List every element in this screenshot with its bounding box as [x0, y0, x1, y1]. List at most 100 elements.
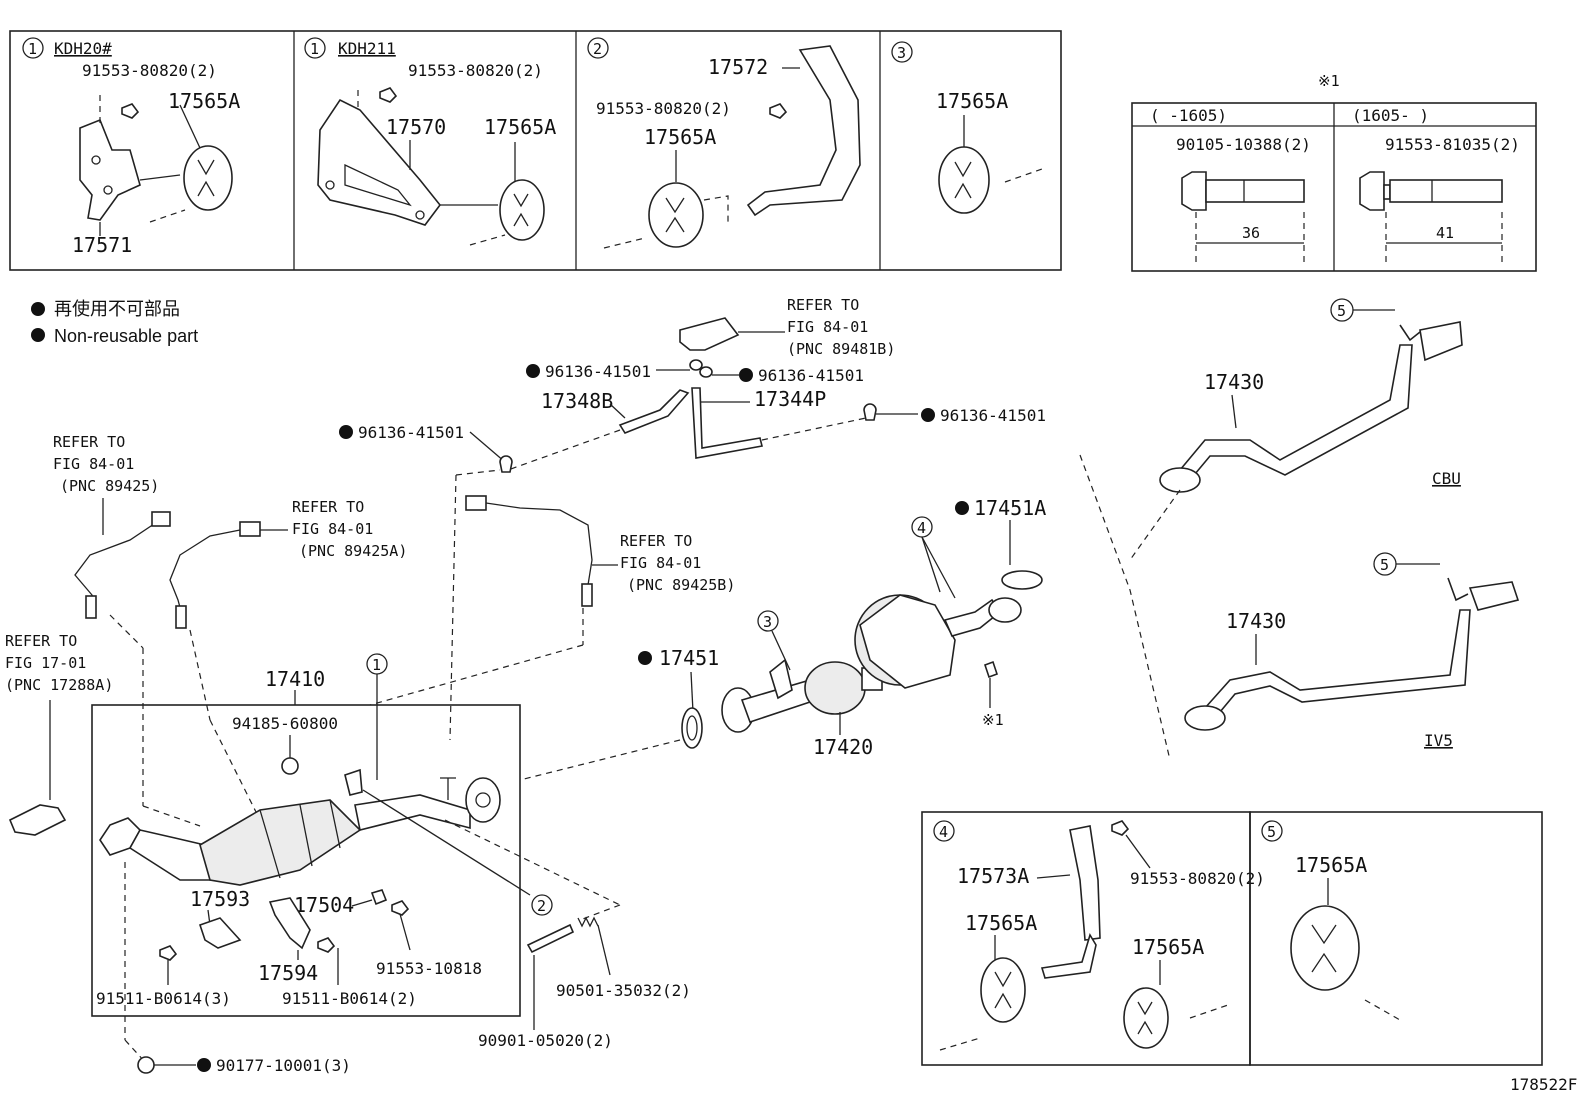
flange-icon: [465, 777, 501, 823]
variant-label: CBU: [1432, 469, 1461, 488]
bolt-icon: [317, 937, 336, 953]
ref-line: REFER TO: [787, 296, 859, 314]
table-col1-length: 36: [1242, 224, 1260, 242]
bolt-label: 91553-80820(2): [1130, 869, 1265, 888]
tail-flange-icon: [1184, 705, 1226, 731]
gasket-icon: [681, 707, 703, 749]
muffler-body-icon: [859, 594, 956, 689]
panel-callout: 1: [28, 40, 37, 58]
part-label: 17573A: [957, 864, 1029, 888]
tail-pipe-icon: [1178, 344, 1413, 482]
part-label: 17565A: [936, 89, 1008, 113]
muffler-assembly: 17451 3 17420 4 17451A ※1: [519, 454, 1171, 781]
non-reusable-dot-icon: [339, 425, 353, 439]
part-label: 17565A: [484, 115, 556, 139]
ref-line: (PNC 89425): [60, 477, 159, 495]
tail-tip-icon: [1468, 581, 1520, 611]
stud-icon: [370, 889, 388, 906]
bolt-label: 91511-B0614(3): [96, 989, 231, 1008]
clip-label: 96136-41501: [358, 423, 464, 442]
part-label: 17594: [258, 961, 318, 985]
clip-label: 96136-41501: [545, 362, 651, 381]
non-reusable-dot-icon: [197, 1058, 211, 1072]
tail-pipe-label: 17430: [1204, 370, 1264, 394]
part-label: 17504: [294, 893, 354, 917]
tail-flange-icon: [1159, 467, 1201, 493]
panel-kdh20: 1 KDH20# 91553-80820(2) 17565A 17571: [22, 37, 240, 257]
insulator-icon: [980, 957, 1026, 1023]
non-reusable-dot-icon: [955, 501, 969, 515]
clip-icon: [499, 455, 513, 473]
bolt-label: 91553-80820(2): [596, 99, 731, 118]
pressure-sensor-hoses: 96136-41501 96136-41501 17348B 17344P 96…: [339, 317, 1046, 741]
sensor-probe-icon: [175, 605, 187, 629]
non-reusable-dot-icon: [526, 364, 540, 378]
part-label: 17565A: [965, 911, 1037, 935]
figure-code: 178522F: [1510, 1075, 1577, 1094]
insulator-icon: [1123, 987, 1169, 1049]
table-col1-part: 90105-10388(2): [1176, 135, 1311, 154]
legend-jp: 再使用不可部品: [54, 299, 180, 319]
ref-line: FIG 84-01: [292, 520, 373, 538]
clip-label: 96136-41501: [758, 366, 864, 385]
ref-line: REFER TO: [620, 532, 692, 550]
part-label: 17572: [708, 55, 768, 79]
bracket-17573a: [1069, 825, 1101, 941]
insulator-icon: [938, 146, 990, 214]
bracket-17570: [317, 98, 442, 226]
ref-17288a: REFER TO FIG 17-01 (PNC 17288A): [5, 632, 113, 694]
panel-callout: 4: [939, 823, 948, 841]
muffler-label: 17420: [813, 735, 873, 759]
tail-pipe-cbu: 5 17430 CBU: [1129, 298, 1463, 561]
bolt-icon: [1111, 820, 1130, 836]
table-col1-header: ( -1605): [1150, 106, 1227, 125]
panel-callout: 2: [593, 40, 602, 58]
non-reusable-dot-icon: [31, 302, 45, 316]
callout-number: 5: [1337, 302, 1346, 320]
heat-insulator-17593: [198, 917, 242, 949]
panel-callout: 3: [897, 44, 906, 62]
table-col2-part: 91553-81035(2): [1385, 135, 1520, 154]
tail-pipe-label: 17430: [1226, 609, 1286, 633]
clip-label: 96136-41501: [940, 406, 1046, 425]
ref-line: (PNC 89425B): [627, 576, 735, 594]
clip-icon: [689, 359, 703, 371]
sensor-89425a: [169, 521, 288, 821]
sensor-89425: [74, 498, 201, 827]
model-label: KDH20#: [54, 39, 112, 58]
hanger-icon: [1447, 577, 1469, 602]
tail-tip-icon: [1419, 321, 1463, 362]
insulator-icon: [183, 145, 233, 211]
non-reusable-dot-icon: [739, 368, 753, 382]
connector-icon: [239, 521, 261, 537]
part-label: 17565A: [168, 89, 240, 113]
nut-icon: [281, 757, 299, 775]
ref-line: FIG 84-01: [787, 318, 868, 336]
bolt-icon: [769, 103, 788, 119]
non-reusable-dot-icon: [31, 328, 45, 342]
spring-icon: [577, 916, 599, 928]
converter-assembly: 17410 1 94185-60800 2 17593 17504 17594 …: [91, 653, 621, 1017]
panel-kdh211: 1 KDH211 91553-80820(2) 17570 17565A: [304, 37, 556, 246]
panel-callout: 1: [310, 40, 319, 58]
sensor-probe-icon: [581, 583, 593, 607]
bolt-icon: [379, 87, 398, 103]
callout-number: 5: [1380, 556, 1389, 574]
catalytic-converter-icon: [199, 799, 362, 886]
hose-17348b: [618, 389, 690, 434]
gasket-icon: [1001, 570, 1043, 590]
hanger-icon: [769, 658, 793, 700]
bolt-icon: [983, 660, 999, 679]
part-label: 17571: [72, 233, 132, 257]
part-label: 17565A: [1132, 935, 1204, 959]
variant-label: IV5: [1424, 731, 1453, 750]
ref-line: (PNC 89481B): [787, 340, 895, 358]
ref-line: FIG 17-01: [5, 654, 86, 672]
ref-line: FIG 84-01: [53, 455, 134, 473]
hose-label: 17344P: [754, 387, 826, 411]
clip-icon: [699, 366, 713, 378]
bolt-icon: [159, 945, 178, 961]
part-label: 17565A: [644, 125, 716, 149]
bracket-icon: [344, 768, 363, 796]
bolt-icon: [526, 923, 575, 954]
